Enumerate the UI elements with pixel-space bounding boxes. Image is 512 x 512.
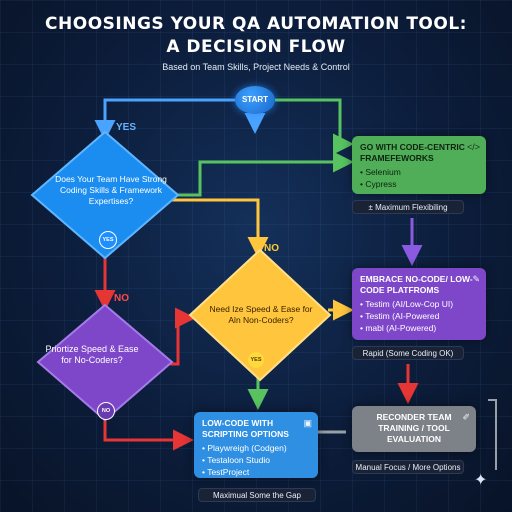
- list-item: TestProject: [202, 466, 310, 478]
- edge-label-no-speed: NO: [264, 243, 279, 254]
- outcome-code-note: ± Maximum Flexibiling: [352, 200, 464, 214]
- badge-no-prioritize: NO: [97, 402, 115, 420]
- outcome-low-code: ▣ LOW-CODE WITH SCRIPTING OPTIONS Playwr…: [194, 412, 318, 478]
- wand-icon: ✎: [472, 274, 480, 284]
- outcome-training: ✐ RECONDER TEAM TRAINING / TOOL EVALUATI…: [352, 406, 476, 452]
- decision-skills-diamond: [30, 130, 180, 260]
- outcome-code-list: Selenium Cypress: [360, 166, 478, 190]
- edge-label-yes: YES: [116, 122, 137, 133]
- edge-start-to-skills: [94, 98, 235, 141]
- edge-label-no-prioritize: NO: [114, 293, 129, 304]
- brush-icon: ✐: [462, 412, 470, 422]
- decision-speed-text: Need Ize Speed & Ease for Aln Non-Coders…: [209, 304, 313, 325]
- list-item: Selenium: [360, 166, 478, 178]
- outcome-lowcode-list: Playwreigh (Codgen) Testaloon Studio Tes…: [202, 442, 310, 478]
- code-icon: </>: [466, 142, 480, 152]
- outcome-lowcode-heading: LOW-CODE WITH SCRIPTING OPTIONS: [202, 418, 289, 439]
- page-subtitle: Based on Team Skills, Project Needs & Co…: [162, 62, 350, 72]
- edge-start-to-code: [275, 98, 354, 155]
- decision-skills-text: Does Your Team Have Strong Coding Skills…: [55, 174, 167, 206]
- outcome-training-note: Manual Focus / More Options: [352, 460, 464, 474]
- edge-gray-return: [488, 399, 497, 470]
- badge-yes-speed: YES: [248, 352, 264, 368]
- list-item: Testim (AI-Powered: [360, 310, 478, 322]
- list-item: Testaloon Studio: [202, 454, 310, 466]
- decision-speed-diamond: [188, 248, 332, 382]
- list-item: Cypress: [360, 178, 478, 190]
- outcome-no-code: ✎ EMBRACE NO-CODE/ LOW-CODE PLATFROMS Te…: [352, 268, 486, 340]
- edge-skills-yes-code: [170, 151, 354, 197]
- list-item: Testim (AI/Low-Cop UI): [360, 298, 478, 310]
- outcome-training-heading: RECONDER TEAM TRAINING / TOOL EVALUATION: [376, 412, 452, 444]
- code-window-icon: ▣: [303, 418, 312, 428]
- outcome-nocode-note: Rapid (Some Coding OK): [352, 346, 464, 360]
- list-item: mabl (AI-Powered): [360, 322, 478, 334]
- edge-skills-to-speed: [170, 198, 269, 258]
- page-title-line2: A DECISION FLOW: [166, 37, 346, 57]
- sparkle-icon: ✦: [474, 472, 488, 489]
- outcome-lowcode-note: Maximual Some the Gap: [198, 488, 316, 502]
- start-node: START: [235, 86, 275, 114]
- edge-prior-to-speed: [170, 307, 196, 366]
- outcome-code-centric: </> GO WITH CODE-CENTRIC FRAMEFEWORKS Se…: [352, 136, 486, 194]
- edge-prior-to-lowcode: [103, 418, 194, 451]
- decision-prioritize-diamond: [36, 303, 174, 422]
- page-title: CHOOSINGS YOUR QA AUTOMATION TOOL:: [45, 14, 467, 34]
- outcome-code-heading: GO WITH CODE-CENTRIC FRAMEFEWORKS: [360, 142, 465, 163]
- outcome-nocode-heading: EMBRACE NO-CODE/ LOW-CODE PLATFROMS: [360, 274, 473, 295]
- decision-prioritize-text: Priortize Speed & Ease for No-Coders?: [45, 344, 139, 365]
- outcome-nocode-list: Testim (AI/Low-Cop UI) Testim (AI-Powere…: [360, 298, 478, 334]
- list-item: Playwreigh (Codgen): [202, 442, 310, 454]
- badge-yes-skills: YES: [99, 231, 117, 249]
